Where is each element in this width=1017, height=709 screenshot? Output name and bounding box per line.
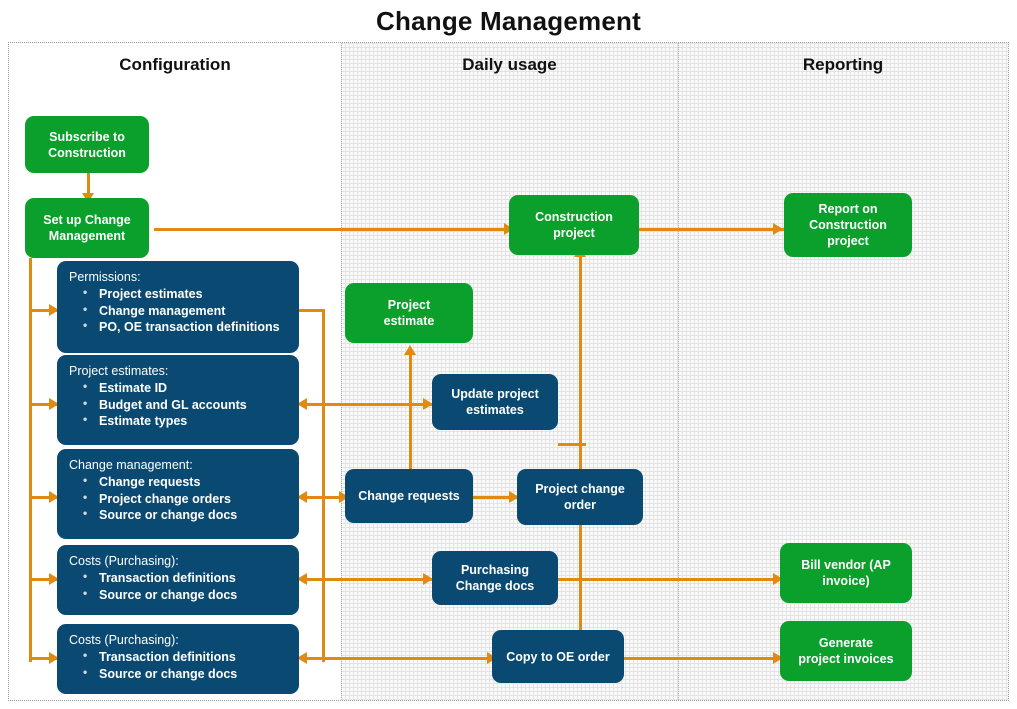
connector-change-management-to-change-requests xyxy=(322,496,348,499)
list-item: Project change orders xyxy=(83,490,287,508)
node-purchasing-change-docs[interactable]: Purchasing Change docs xyxy=(432,551,558,605)
node-subscribe-to-construction[interactable]: Subscribe to Construction xyxy=(25,116,149,173)
swimlane-label-reporting: Reporting xyxy=(802,55,884,74)
card-costs-purchasing-2[interactable]: Costs (Purchasing): Transaction definiti… xyxy=(57,624,299,694)
swimlane-divider-1 xyxy=(341,43,342,700)
node-copy-to-oe-order[interactable]: Copy to OE order xyxy=(492,630,624,683)
connector-trunk-to-costs-1 xyxy=(29,578,57,581)
connector-costs1-to-purchasing-docs xyxy=(322,578,432,581)
list-item: Transaction definitions xyxy=(83,569,287,587)
swimlane-reporting: Reporting xyxy=(678,43,1008,700)
arrowhead-construction-to-report xyxy=(773,223,783,235)
connector-pco-to-construction xyxy=(579,255,582,473)
card-permissions-list: Project estimates Change management PO, … xyxy=(69,285,287,336)
diagram-frame: Configuration Daily usage Reporting xyxy=(8,42,1009,701)
arrowhead-costs1-to-purchasing-docs xyxy=(423,573,433,585)
arrowhead-trunk-to-change-management xyxy=(49,491,59,503)
node-project-change-order[interactable]: Project change order xyxy=(517,469,643,525)
connector-construction-to-report xyxy=(639,228,784,231)
connector-trunk-to-project-estimates xyxy=(29,403,57,406)
list-item: Project estimates xyxy=(83,285,287,303)
arrowhead-purchasing-docs-to-bill-vendor xyxy=(773,573,783,585)
card-costs-purchasing-1[interactable]: Costs (Purchasing): Transaction definiti… xyxy=(57,545,299,615)
card-project-estimates-list: Estimate ID Budget and GL accounts Estim… xyxy=(69,379,287,430)
connector-right-trunk-to-project-estimates xyxy=(306,403,324,406)
node-report-on-construction-project[interactable]: Report on Construction project xyxy=(784,193,912,257)
connector-update-to-project-estimate xyxy=(409,353,412,411)
arrowhead-project-estimates-to-update xyxy=(423,398,433,410)
arrowhead-change-management-to-change-requests xyxy=(339,491,349,503)
connector-right-trunk-to-change-management xyxy=(306,496,324,499)
card-costs-purchasing-1-list: Transaction definitions Source or change… xyxy=(69,569,287,604)
node-bill-vendor-ap-invoice[interactable]: Bill vendor (AP invoice) xyxy=(780,543,912,603)
arrowhead-copy-oe-to-generate-invoices xyxy=(773,652,783,664)
node-generate-project-invoices[interactable]: Generate project invoices xyxy=(780,621,912,681)
card-costs-purchasing-1-title: Costs (Purchasing): xyxy=(69,554,179,568)
arrowhead-update-to-project-estimate xyxy=(404,345,416,355)
list-item: Estimate ID xyxy=(83,379,287,397)
arrowhead-trunk-to-costs-1 xyxy=(49,573,59,585)
node-change-requests[interactable]: Change requests xyxy=(345,469,473,523)
list-item: Source or change docs xyxy=(83,506,287,524)
connector-copy-oe-to-generate-invoices xyxy=(624,657,784,660)
card-project-estimates-title: Project estimates: xyxy=(69,364,169,378)
arrowhead-change-requests-to-pco xyxy=(509,491,519,503)
card-costs-purchasing-2-list: Transaction definitions Source or change… xyxy=(69,648,287,683)
card-change-management[interactable]: Change management: Change requests Proje… xyxy=(57,449,299,539)
card-change-management-list: Change requests Project change orders So… xyxy=(69,473,287,524)
page-title: Change Management xyxy=(376,5,641,36)
connector-right-trunk-to-costs-1 xyxy=(306,578,324,581)
connector-project-estimates-to-update xyxy=(322,403,432,406)
connector-config-right-trunk xyxy=(322,309,325,662)
list-item: Change management xyxy=(83,302,287,320)
node-update-project-estimates[interactable]: Update project estimates xyxy=(432,374,558,430)
list-item: Source or change docs xyxy=(83,586,287,604)
node-set-up-change-management[interactable]: Set up Change Management xyxy=(25,198,149,258)
arrowhead-right-trunk-to-costs-1 xyxy=(297,573,307,585)
list-item: Estimate types xyxy=(83,412,287,430)
arrowhead-trunk-to-costs-2 xyxy=(49,652,59,664)
connector-right-trunk-to-costs-2 xyxy=(306,657,324,660)
arrowhead-right-trunk-to-change-management xyxy=(297,491,307,503)
arrowhead-trunk-to-project-estimates xyxy=(49,398,59,410)
swimlane-label-configuration: Configuration xyxy=(119,55,231,74)
list-item: Source or change docs xyxy=(83,665,287,683)
card-costs-purchasing-2-title: Costs (Purchasing): xyxy=(69,633,179,647)
connector-permissions-right-stub xyxy=(299,309,325,312)
arrowhead-right-trunk-to-costs-2 xyxy=(297,652,307,664)
list-item: Budget and GL accounts xyxy=(83,396,287,414)
connector-pco-to-copy-oe xyxy=(579,518,582,648)
arrowhead-right-trunk-to-project-estimates xyxy=(297,398,307,410)
connector-trunk-to-costs-2 xyxy=(29,657,57,660)
connector-costs2-to-copy-oe xyxy=(322,657,492,660)
connector-update-right-stub xyxy=(558,443,586,446)
connector-setup-to-construction xyxy=(154,228,509,231)
card-permissions[interactable]: Permissions: Project estimates Change ma… xyxy=(57,261,299,353)
connector-purchasing-docs-to-bill-vendor xyxy=(558,578,783,581)
connector-config-left-trunk xyxy=(29,258,32,662)
card-project-estimates[interactable]: Project estimates: Estimate ID Budget an… xyxy=(57,355,299,445)
list-item: Transaction definitions xyxy=(83,648,287,666)
connector-trunk-to-change-management xyxy=(29,496,57,499)
swimlane-divider-2 xyxy=(678,43,679,700)
node-construction-project[interactable]: Construction project xyxy=(509,195,639,255)
arrowhead-trunk-to-permissions xyxy=(49,304,59,316)
node-project-estimate[interactable]: Project estimate xyxy=(345,283,473,343)
connector-trunk-to-permissions xyxy=(29,309,57,312)
connector-subscribe-to-setup xyxy=(87,173,90,198)
swimlane-label-daily-usage: Daily usage xyxy=(462,55,557,74)
connector-update-vertical-lower xyxy=(409,409,412,499)
list-item: PO, OE transaction definitions xyxy=(83,318,287,336)
list-item: Change requests xyxy=(83,473,287,491)
card-permissions-title: Permissions: xyxy=(69,270,141,284)
card-change-management-title: Change management: xyxy=(69,458,193,472)
